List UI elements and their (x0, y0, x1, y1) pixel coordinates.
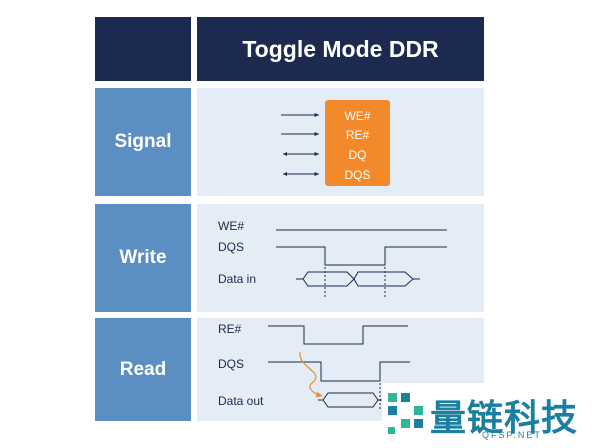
pin-arrows (281, 113, 319, 176)
pin-label: WE# (344, 109, 371, 123)
read-re-wave (268, 325, 408, 345)
row-label-signal: Signal (95, 88, 191, 196)
watermark: 量链科技 QFSP.NET (382, 383, 600, 448)
read-dqs-wave (268, 361, 410, 382)
write-signal-we: WE# (218, 219, 245, 233)
write-dqs-wave (276, 246, 447, 266)
read-signal-dqs: DQS (218, 357, 245, 371)
write-waveforms (276, 229, 447, 287)
signal-label: Signal (114, 131, 172, 152)
row-label-write: Write (95, 204, 191, 312)
pin-label: DQ (348, 148, 367, 162)
read-signal-data: Data out (218, 394, 264, 408)
write-signal-dqs: DQS (218, 240, 245, 254)
read-label: Read (119, 358, 167, 380)
header-title-cell: Toggle Mode DDR (197, 17, 484, 81)
watermark-text: 量链科技 (430, 397, 579, 438)
read-data-eye (318, 392, 384, 408)
watermark-logo-icon (388, 393, 423, 434)
header-corner (95, 17, 191, 81)
page-title: Toggle Mode DDR (242, 35, 439, 62)
write-data-eye (296, 271, 420, 287)
write-panel (197, 204, 484, 312)
write-marks (324, 267, 386, 298)
write-signal-data: Data in (218, 272, 257, 286)
pin-label: DQS (344, 168, 371, 182)
watermark-sub: QFSP.NET (482, 430, 542, 440)
write-label: Write (119, 247, 167, 268)
pin-label: RE# (345, 128, 370, 142)
row-label-read: Read (95, 318, 191, 421)
read-signal-re: RE# (218, 322, 242, 336)
chip-block: WE# RE# DQ DQS (325, 100, 390, 186)
latency-arrow (299, 351, 323, 398)
read-waveforms (268, 325, 410, 408)
